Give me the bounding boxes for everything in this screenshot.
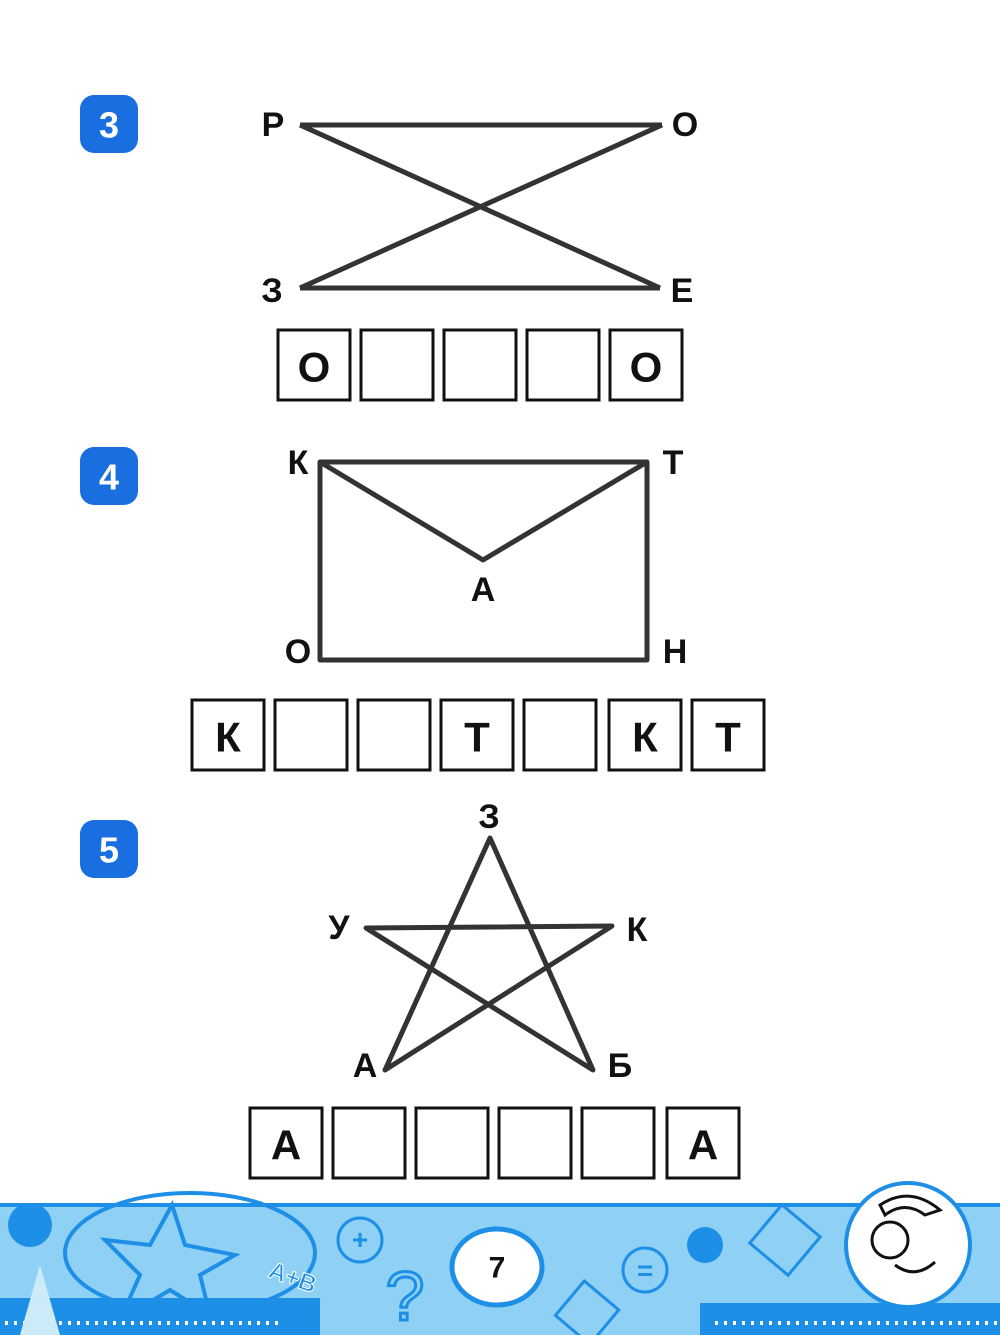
svg-text:+: + — [352, 1224, 368, 1255]
answer-box[interactable] — [356, 698, 432, 772]
answer-box[interactable] — [273, 698, 349, 772]
answer-box[interactable] — [580, 1106, 656, 1180]
exercise-4: 4 К Т А О Н К Т К Т — [80, 444, 766, 772]
answer-box[interactable] — [359, 328, 435, 402]
answer-letter: О — [630, 344, 663, 391]
plus-circle-icon — [336, 1216, 384, 1264]
answer-box[interactable] — [608, 328, 684, 402]
page-number-badge — [449, 1226, 545, 1308]
answer-letter: К — [632, 714, 658, 761]
maze-decor-icon — [553, 1278, 621, 1335]
exercise-number: 3 — [99, 105, 119, 146]
answer-box[interactable] — [525, 328, 601, 402]
answer-letter: К — [215, 714, 241, 761]
exercise-number: 4 — [99, 457, 119, 498]
answer-box[interactable] — [607, 698, 683, 772]
puzzle-piece-icon — [687, 1227, 723, 1263]
ellipse-decor — [63, 1191, 317, 1315]
answer-box[interactable] — [190, 698, 266, 772]
exercise-number-badge — [80, 95, 138, 153]
page-number: 7 — [489, 1252, 506, 1285]
equals-circle-icon — [621, 1246, 669, 1294]
answer-box[interactable] — [276, 328, 352, 402]
answer-letter: Т — [464, 714, 490, 761]
vertex-label: О — [672, 106, 698, 144]
vertex-label: З — [261, 272, 282, 310]
vertex-label: Е — [671, 272, 694, 310]
vertex-label: З — [478, 798, 499, 836]
exercise-number-badge — [80, 447, 138, 505]
vertex-label: Р — [262, 106, 285, 144]
envelope-figure — [317, 459, 650, 663]
answer-box[interactable] — [690, 698, 766, 772]
vertex-label: У — [328, 909, 350, 947]
question-mark-icon: ? — [386, 1257, 425, 1335]
maze-decor-icon — [747, 1202, 823, 1278]
vertex-label: А — [353, 1047, 378, 1085]
vertex-label: Н — [663, 633, 688, 671]
answer-letter: Т — [715, 714, 741, 761]
star-figure — [363, 835, 615, 1073]
puzzle-piece-icon — [8, 1203, 52, 1247]
svg-text:=: = — [637, 1255, 653, 1286]
triangle-decor — [20, 1265, 60, 1335]
answer-box[interactable] — [522, 698, 598, 772]
answer-letter: О — [298, 344, 331, 391]
star-decor-icon — [99, 1199, 241, 1325]
footer-banner: A+B + ? 7 = — [0, 1181, 1000, 1335]
hourglass-figure — [298, 122, 664, 291]
vertex-label: К — [627, 911, 648, 949]
vertex-label: К — [288, 444, 309, 482]
vertex-label: Б — [608, 1047, 632, 1085]
vertex-label: О — [285, 633, 311, 671]
answer-letter: А — [271, 1122, 301, 1169]
answer-box[interactable] — [665, 1106, 741, 1180]
answer-box[interactable] — [414, 1106, 490, 1180]
answer-box[interactable] — [439, 698, 515, 772]
answer-box[interactable] — [497, 1106, 573, 1180]
vertex-label: А — [471, 571, 496, 609]
exercise-number: 5 — [99, 830, 119, 871]
exercise-number-badge — [80, 820, 138, 878]
answer-letter: А — [688, 1122, 718, 1169]
answer-box[interactable] — [248, 1106, 324, 1180]
answer-box[interactable] — [442, 328, 518, 402]
answer-box[interactable] — [331, 1106, 407, 1180]
vertex-label: Т — [663, 444, 684, 482]
